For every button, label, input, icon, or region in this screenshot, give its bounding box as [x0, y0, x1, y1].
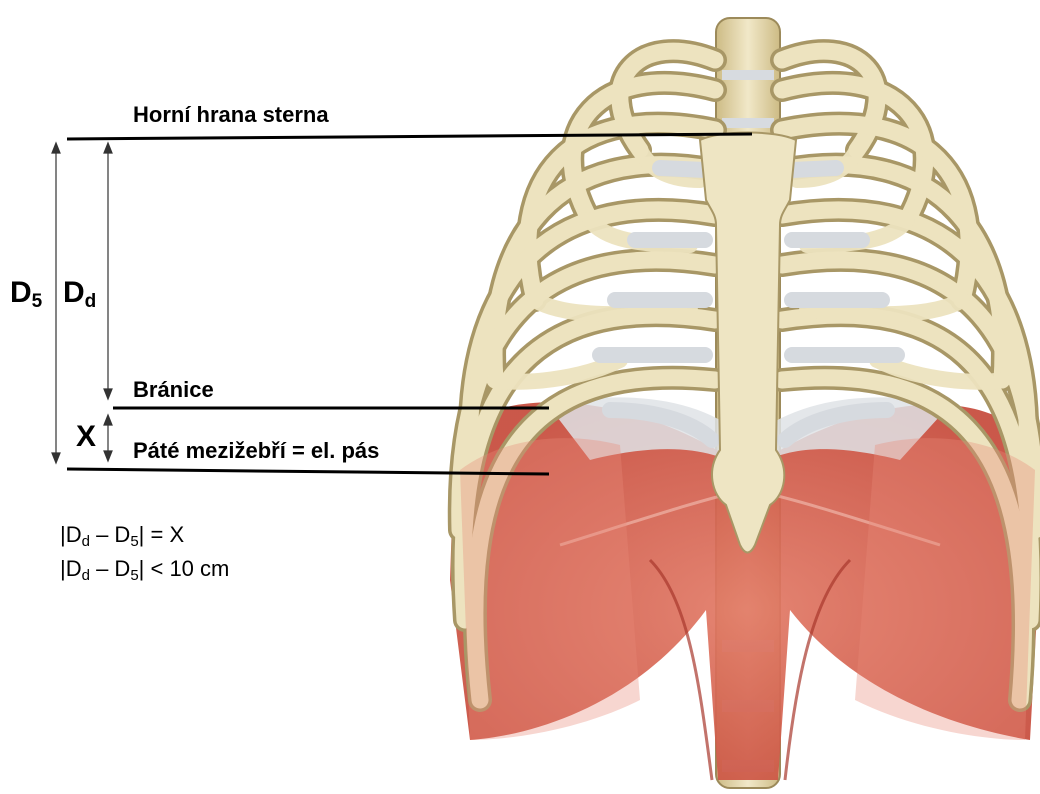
formula-1-c: – D	[90, 522, 130, 547]
label-fifth-intercostal: Páté mezižebří = el. pás	[133, 438, 379, 464]
formula-1-e: | = X	[139, 522, 184, 547]
formula-1-a: |D	[60, 522, 82, 547]
formula-1-d: 5	[130, 533, 138, 550]
label-d5-sub: 5	[32, 291, 43, 312]
label-d5: D5	[10, 276, 42, 313]
label-diaphragm: Bránice	[133, 377, 214, 403]
formula-2-c: – D	[90, 556, 130, 581]
label-dd-sub: d	[85, 291, 97, 312]
formula-equality: |Dd – D5| = X	[60, 522, 184, 550]
formula-2-a: |D	[60, 556, 82, 581]
label-dd: Dd	[63, 276, 96, 313]
label-dd-main: D	[63, 276, 85, 309]
formula-2-d: 5	[130, 567, 138, 584]
label-x: X	[76, 420, 96, 454]
sternum	[700, 133, 796, 553]
formula-limit: |Dd – D5| < 10 cm	[60, 556, 229, 584]
formula-1-b: d	[82, 533, 90, 550]
line-top-sternum	[67, 134, 752, 139]
label-top-sternum: Horní hrana sterna	[133, 102, 329, 128]
formula-2-e: | < 10 cm	[139, 556, 230, 581]
formula-2-b: d	[82, 567, 90, 584]
label-d5-main: D	[10, 276, 32, 309]
